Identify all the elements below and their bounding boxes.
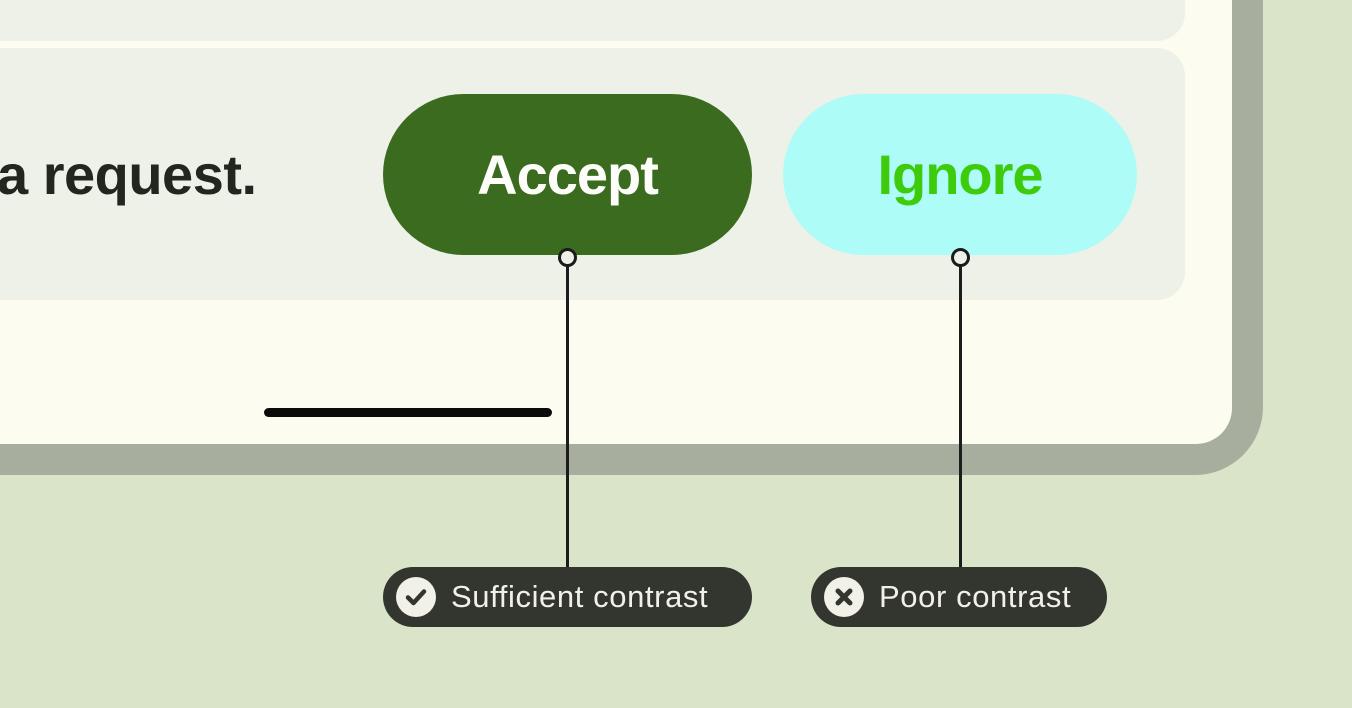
ignore-button[interactable]: Ignore bbox=[783, 94, 1137, 255]
connector-dot-accept bbox=[558, 248, 577, 267]
accept-button[interactable]: Accept bbox=[383, 94, 752, 255]
connector-line-ignore bbox=[959, 265, 962, 567]
connector-dot-ignore bbox=[951, 248, 970, 267]
black-underline-stroke bbox=[264, 408, 552, 417]
notification-message-text: a request. bbox=[0, 143, 257, 206]
callout-label: Poor contrast bbox=[879, 579, 1072, 614]
connector-line-accept bbox=[566, 265, 569, 567]
checkmark-icon bbox=[396, 577, 436, 617]
callout-poor-contrast: Poor contrast bbox=[811, 567, 1107, 627]
card-top bbox=[0, 0, 1185, 41]
callout-sufficient-contrast: Sufficient contrast bbox=[383, 567, 752, 627]
cross-icon bbox=[824, 577, 864, 617]
callout-label: Sufficient contrast bbox=[451, 579, 709, 614]
